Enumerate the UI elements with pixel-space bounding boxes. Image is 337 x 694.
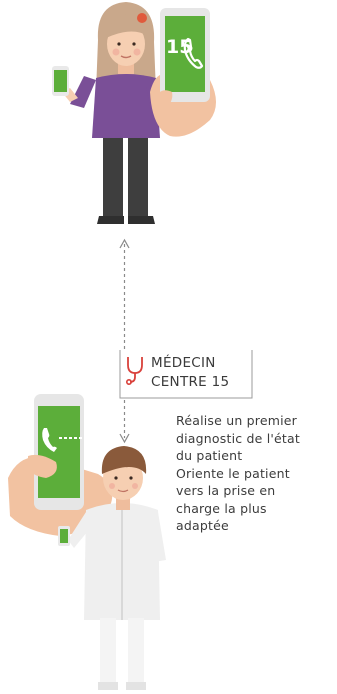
description-line: Réalise un premier	[176, 413, 297, 428]
doctor-figure	[68, 446, 166, 690]
connector-arrow	[119, 238, 130, 444]
callout-frame	[119, 350, 253, 399]
doctor-small-phone	[58, 526, 70, 546]
description-line: Oriente le patient	[176, 465, 290, 481]
description-line: vers la prise en	[176, 483, 276, 498]
callout-medecin-centre-15: MÉDECIN CENTRE 15	[121, 349, 255, 397]
description-line: charge la plus	[176, 500, 267, 516]
description-line: diagnostic de l'état	[176, 430, 300, 446]
call-dashes-handset-icon	[42, 428, 82, 452]
role-description: Réalise un premier diagnostic de l'état …	[176, 412, 336, 535]
callout-line-2: CENTRE 15	[151, 374, 230, 390]
description-line: adaptée	[176, 518, 229, 533]
description-line: du patient	[176, 448, 243, 463]
caller-large-phone	[150, 8, 216, 137]
caller-small-phone	[52, 66, 69, 96]
callout-line-1: MÉDECIN	[151, 355, 216, 371]
phone-handset-icon	[183, 37, 204, 69]
stethoscope-icon	[125, 357, 143, 385]
caller-woman-figure	[62, 2, 164, 224]
